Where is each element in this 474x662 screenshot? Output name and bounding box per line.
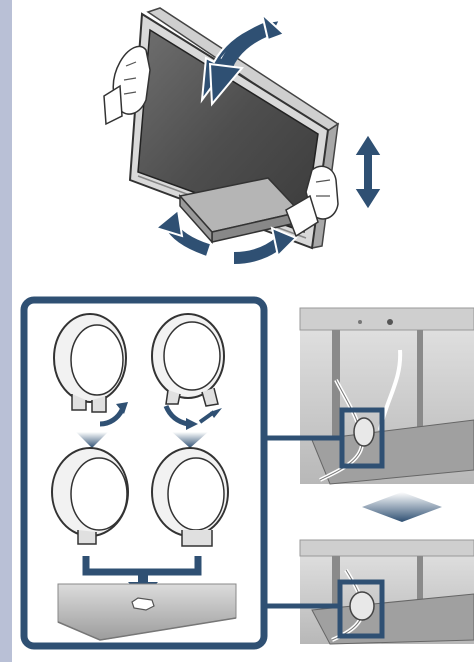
- cable-holder-figure: [24, 300, 474, 646]
- cable-photo-top: [300, 308, 474, 484]
- monitor-adjustment-figure: [104, 8, 382, 258]
- cable-photo-bottom: [300, 540, 474, 644]
- height-arrow-icon: [354, 134, 382, 210]
